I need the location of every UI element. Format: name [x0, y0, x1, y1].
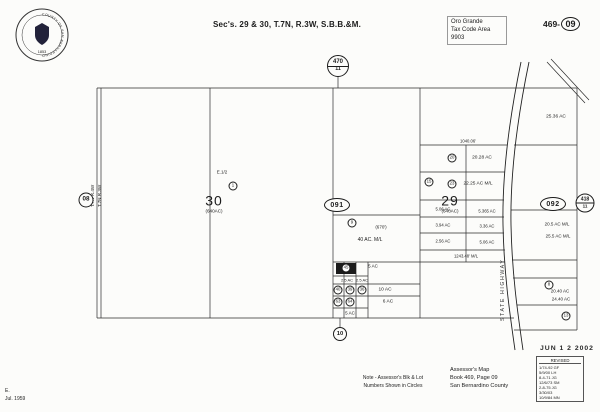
parcel-label: (670')	[375, 224, 387, 230]
revision-row: 12/6/73 SM	[539, 380, 560, 386]
book-page-reference: 469- 09	[543, 17, 581, 31]
parcel-label: 25.36 AC	[546, 114, 566, 120]
revision-header: REVISED	[539, 358, 581, 365]
assessor-map-line3: San Bernardino County	[450, 382, 509, 389]
parcel-number-circle: 15	[424, 177, 434, 187]
ref-circle-top: 470	[328, 59, 348, 67]
parcel-number-circle: 36	[357, 285, 367, 295]
parcel-label: 10 AC	[378, 287, 392, 293]
parcel-label: 20.40 AC	[550, 288, 570, 294]
parcel-label: E.1/2	[216, 169, 228, 175]
revision-row: 1/74-92 GF	[539, 365, 560, 371]
tax-area-code: 9903	[451, 34, 465, 41]
assessor-map-title-block: Assessor's Map Book 469, Page 09 San Ber…	[450, 367, 508, 390]
parcel-number-circle: 23	[447, 179, 457, 189]
date-received-stamp: JUN 1 2 2002	[540, 345, 594, 352]
map-ref-circle: 10	[333, 327, 347, 341]
map-ref-oval: 092	[540, 197, 566, 211]
parcel-label: 20.28 AC	[472, 155, 492, 161]
parcel-number-circle: 8	[544, 280, 554, 290]
parcel-label: 6 AC	[382, 299, 394, 305]
tax-code-area-box: Oro Grande Tax Code Area 9903	[447, 16, 507, 46]
section-number: 30	[205, 192, 223, 209]
map-ref-oval: 091	[324, 198, 350, 212]
parcel-number-circle: 39	[345, 285, 355, 295]
note-line2: Numbers Shown in Circles	[363, 382, 423, 389]
section-acreage: (640AC)	[205, 208, 223, 214]
parcel-label: 20.5 AC M/L	[544, 221, 570, 227]
assessor-map-line2: Book 469, Page 09	[450, 374, 498, 381]
revision-row: 8-4-71 JG	[539, 375, 557, 381]
map-ref-circle: 08	[78, 192, 94, 208]
parcel-label: 2.5 AC	[355, 277, 369, 283]
parcel-number-circle: 40	[333, 285, 343, 295]
parcel-number-circle: 63	[333, 297, 343, 307]
ref-circle-bottom: 11	[582, 203, 588, 209]
parcel-label: 5.06 AC	[479, 239, 495, 245]
parcel-label: 40 AC. M/L	[357, 237, 383, 243]
section-township-title: Sec's. 29 & 30, T.7N, R.3W, S.B.B.&M.	[213, 20, 362, 29]
drafter-note: E. Jul. 1959	[5, 387, 25, 403]
parcel-number-circle: 13	[561, 311, 571, 321]
parcel-label: 24.40 AC	[551, 296, 571, 302]
parcel-label: 5.365 AC	[478, 208, 496, 214]
parcel-label: 2.5 AC	[340, 277, 354, 283]
section-label: 29(640AC)	[441, 193, 459, 214]
tax-area-name: Oro Grande	[451, 19, 483, 25]
section-number: 29	[441, 192, 459, 209]
note-line1: Note - Assessor's Blk & Lot	[362, 375, 424, 381]
ref-circle-bottom: 11	[335, 65, 341, 72]
ref-circle-top: 418	[576, 197, 594, 204]
parcel-label: 5 AC	[368, 263, 378, 269]
page-number-circled: 09	[561, 17, 581, 31]
seal-year: 1853	[38, 50, 46, 54]
parcel-label: 1040.06'	[460, 138, 476, 144]
revision-row: 5/9/00 LH	[539, 370, 557, 376]
revision-row: 10/9/84 MN	[539, 395, 560, 401]
parcel-label: 25.5 AC M/L	[545, 233, 571, 239]
parcel-label: 3.94 AC	[435, 222, 451, 228]
parcel-label: 5 AC	[345, 310, 355, 316]
parcel-number-circle: 45	[341, 263, 351, 273]
parcel-label: 1243.48' M/L	[453, 253, 479, 259]
parcel-label: 3.36 AC	[479, 223, 495, 229]
revision-row: 3/30/03	[539, 390, 553, 396]
circle-note: Note - Assessor's Blk & Lot Numbers Show…	[348, 375, 438, 390]
state-highway-road	[502, 61, 530, 351]
seal-shield	[35, 23, 49, 45]
railroad-diagonal	[546, 58, 590, 104]
parcel-label: 5.06 AC	[435, 206, 451, 212]
drafter-date: Jul. 1959	[5, 396, 26, 402]
book-number: 469-	[543, 19, 561, 29]
section-label: 30(640AC)	[205, 193, 223, 214]
parcel-number-circle: 20	[447, 153, 457, 163]
revision-row: 2-8-75 JG	[539, 385, 557, 391]
parcel-number-circle: 64	[345, 297, 355, 307]
parcel-number-circle: 9	[347, 218, 357, 228]
parcel-label: 22.25 AC M/L	[463, 181, 493, 187]
assessor-map-line1: Assessor's Map	[450, 367, 490, 373]
tax-area-label: Tax Code Area	[451, 26, 491, 33]
county-seal: COUNTY OF SAN BERNARDINO 1853	[15, 8, 69, 62]
parcel-number-circle: 1	[228, 181, 238, 191]
parcel-label: 2.56 AC	[435, 238, 451, 244]
section-acreage: (640AC)	[441, 208, 459, 214]
drafter-mark: E.	[5, 388, 10, 394]
